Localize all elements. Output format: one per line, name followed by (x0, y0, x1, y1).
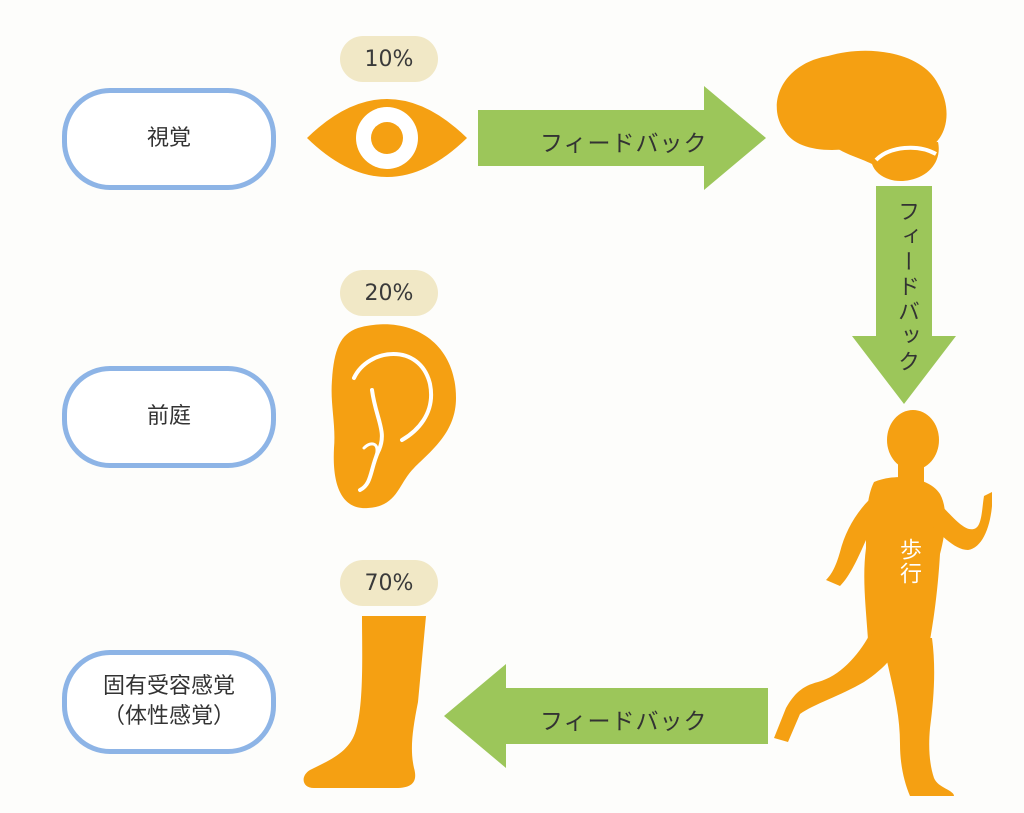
sense-label-vision: 視覚 (146, 126, 191, 152)
eye-icon (307, 99, 467, 177)
percent-badge-vision: 10% (340, 36, 438, 82)
percent-badge-proprioception: 70% (340, 560, 438, 606)
walking-label: 歩行 (896, 538, 921, 586)
brain-icon (776, 50, 947, 182)
sense-pill-vision: 視覚 (62, 88, 276, 190)
feedback-label-right: フィードバック (894, 200, 919, 375)
sense-pill-vestibular: 前庭 (62, 366, 276, 468)
feedback-label-bottom: フィードバック (540, 709, 708, 735)
feedback-arrow-right (852, 186, 956, 404)
walking-person-icon (774, 410, 992, 796)
percent-badge-vestibular: 20% (340, 270, 438, 316)
sense-label-proprioception: 固有受容感覚 (102, 674, 235, 700)
leg-icon (303, 616, 426, 788)
feedback-arrow-top (478, 86, 766, 190)
feedback-label-top: フィードバック (540, 131, 708, 157)
sense-label-vestibular: 前庭 (146, 404, 191, 430)
sense-pill-proprioception: 固有受容感覚 （体性感覚） (62, 650, 276, 754)
feedback-arrow-bottom (444, 664, 768, 768)
sense-sublabel-proprioception: （体性感覚） (102, 704, 235, 729)
ear-icon (331, 324, 456, 509)
